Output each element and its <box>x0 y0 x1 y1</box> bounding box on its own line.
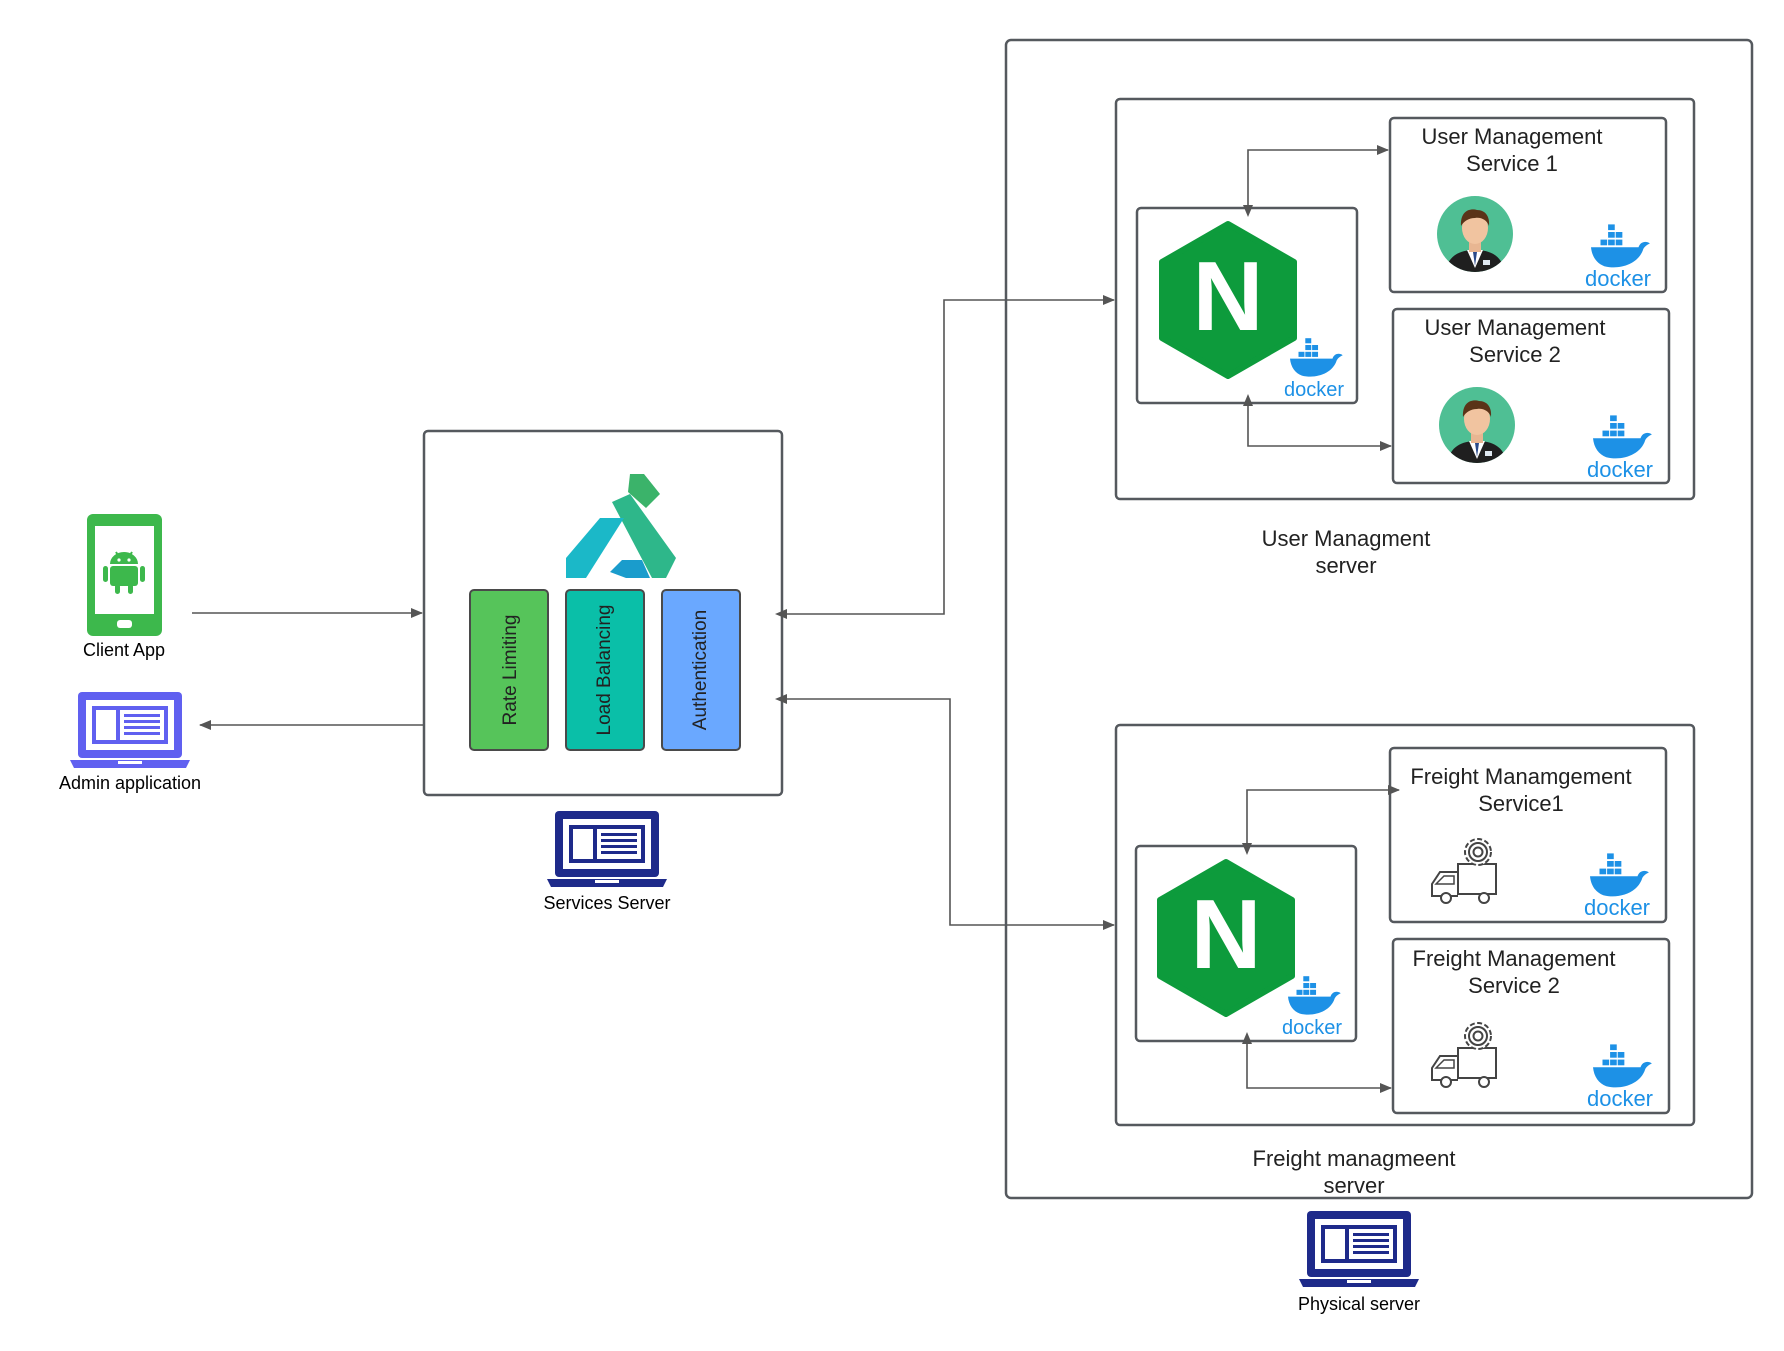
services-server-laptop-icon <box>547 811 667 887</box>
user-management-server-label-line2: server <box>1315 553 1376 578</box>
docker-label: docker <box>1585 266 1651 291</box>
freight-service-2-title-line1: Freight Management <box>1413 946 1616 971</box>
android-phone-icon <box>87 514 162 636</box>
freight-management-server-box <box>1114 723 1696 1127</box>
arrow-nginx-user-service-1 <box>1243 145 1389 217</box>
freight-management-server-label-line1: Freight managmeent <box>1253 1146 1456 1171</box>
load-balancing-block: Load Balancing <box>565 589 645 751</box>
nginx-icon: N <box>1159 221 1297 379</box>
freight-management-server-label-line2: server <box>1323 1173 1384 1198</box>
authentication-block: Authentication <box>661 589 741 751</box>
services-server-label: Services Server <box>543 893 670 913</box>
authentication-label: Authentication <box>690 610 711 730</box>
physical-server-label: Physical server <box>1298 1294 1420 1314</box>
kong-logo-icon <box>566 474 676 578</box>
arrow-nginx-user-service-2 <box>1243 394 1392 451</box>
physical-server-box <box>1004 38 1754 1200</box>
user-service-1-title-line2: Service 1 <box>1466 151 1558 176</box>
arrow-gateway-user-server <box>775 295 1115 619</box>
freight-service-2-title-line2: Service 2 <box>1468 973 1560 998</box>
user-service-1-title-line1: User Management <box>1422 124 1603 149</box>
docker-label: docker <box>1282 1017 1342 1039</box>
rate-limiting-label: Rate Limiting <box>500 615 521 726</box>
admin-laptop-icon <box>70 692 190 768</box>
docker-label: docker <box>1284 379 1344 401</box>
svg-text:N: N <box>1191 879 1262 989</box>
freight-service-1-title-line1: Freight Manamgement <box>1410 764 1631 789</box>
admin-application-label: Admin application <box>59 773 201 793</box>
user-service-2-title-line2: Service 2 <box>1469 342 1561 367</box>
rate-limiting-block: Rate Limiting <box>469 589 549 751</box>
svg-text:N: N <box>1193 241 1264 351</box>
user-service-2-title-line1: User Management <box>1425 315 1606 340</box>
arrow-nginx-freight-service-1 <box>1242 785 1400 855</box>
nginx-icon: N <box>1157 859 1295 1017</box>
load-balancing-label: Load Balancing <box>594 605 615 736</box>
user-management-server-label-line1: User Managment <box>1262 526 1431 551</box>
docker-label: docker <box>1587 457 1653 482</box>
freight-service-1-title-line2: Service1 <box>1478 791 1564 816</box>
arrow-gateway-freight-server <box>775 694 1115 930</box>
docker-label: docker <box>1587 1086 1653 1111</box>
docker-label: docker <box>1584 895 1650 920</box>
arrow-nginx-freight-service-2 <box>1242 1032 1392 1093</box>
user-management-server-box <box>1114 97 1696 501</box>
physical-server-laptop-icon <box>1299 1211 1419 1287</box>
client-app-label: Client App <box>83 640 165 660</box>
